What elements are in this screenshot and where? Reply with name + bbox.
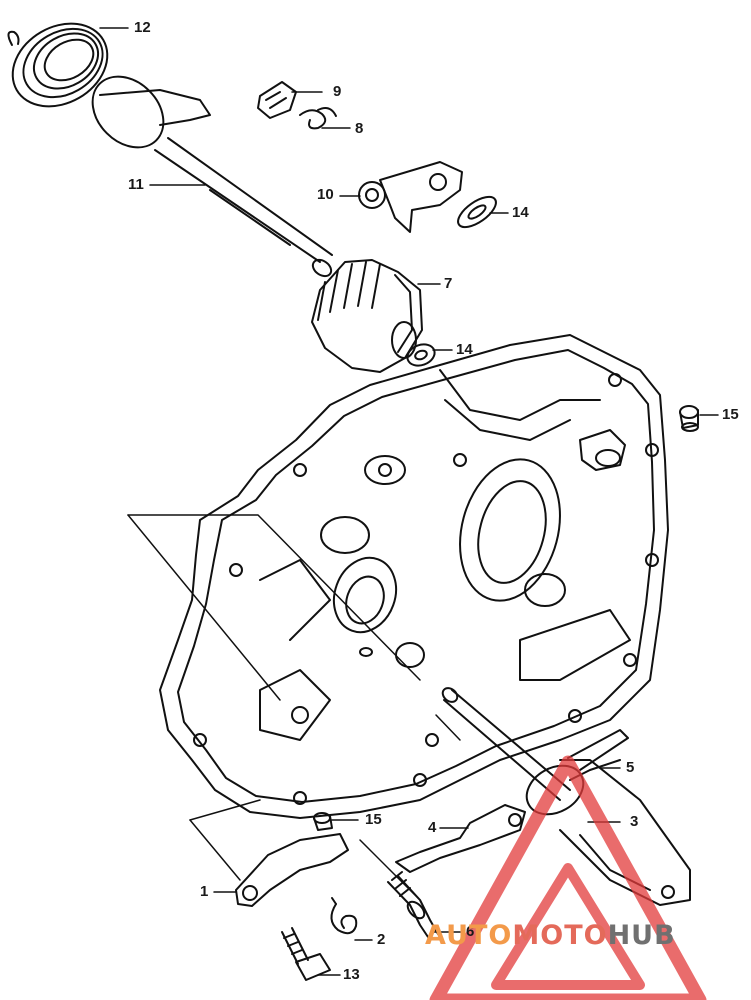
part-label-4: 4 bbox=[428, 819, 437, 836]
part-label-14: 14 bbox=[512, 204, 529, 221]
ratchet-guide-plate-drawing bbox=[358, 161, 463, 233]
crankcase-drawing bbox=[159, 334, 669, 819]
part-label-5: 5 bbox=[626, 759, 635, 776]
part-label-1: 1 bbox=[200, 883, 209, 900]
part-label-14-lower: 14 bbox=[456, 341, 473, 358]
watermark-hub: HUB bbox=[607, 920, 676, 951]
watermark-triangle bbox=[429, 755, 707, 1000]
part-label-9: 9 bbox=[333, 83, 342, 100]
shift-arm-plate-drawing bbox=[235, 833, 349, 907]
part-label-15: 15 bbox=[722, 406, 739, 423]
part-label-15-lower: 15 bbox=[365, 811, 382, 828]
part-label-13: 13 bbox=[343, 966, 360, 983]
watermark-moto: MOTO bbox=[512, 920, 608, 951]
part-label-2: 2 bbox=[377, 931, 386, 948]
kick-starter-gear-drawing bbox=[311, 259, 423, 373]
shift-drum-stopper-arm-drawing bbox=[395, 804, 526, 873]
part-label-12: 12 bbox=[134, 19, 151, 36]
watermark-auto: AUTO bbox=[425, 920, 513, 951]
dowel-pin-2-drawing bbox=[313, 812, 333, 831]
kick-starter-spindle-drawing bbox=[91, 75, 333, 278]
leader-lines bbox=[99, 27, 719, 976]
part-label-6: 6 bbox=[466, 923, 475, 940]
part-label-8: 8 bbox=[355, 120, 364, 137]
watermark-text: AUTOMOTOHUB bbox=[425, 920, 676, 951]
dowel-pin-drawing bbox=[679, 405, 699, 432]
spring-clip-drawing bbox=[299, 107, 337, 130]
washer-drawing bbox=[457, 195, 497, 229]
part-label-10: 10 bbox=[317, 186, 334, 203]
bolt-drawing bbox=[281, 927, 331, 981]
kick-starter-spring-drawing bbox=[7, 22, 109, 108]
part-label-3: 3 bbox=[630, 813, 639, 830]
ratchet-drawing bbox=[257, 81, 297, 119]
part-label-7: 7 bbox=[444, 275, 453, 292]
part-label-11: 11 bbox=[128, 176, 144, 193]
return-spring-drawing bbox=[330, 897, 358, 935]
